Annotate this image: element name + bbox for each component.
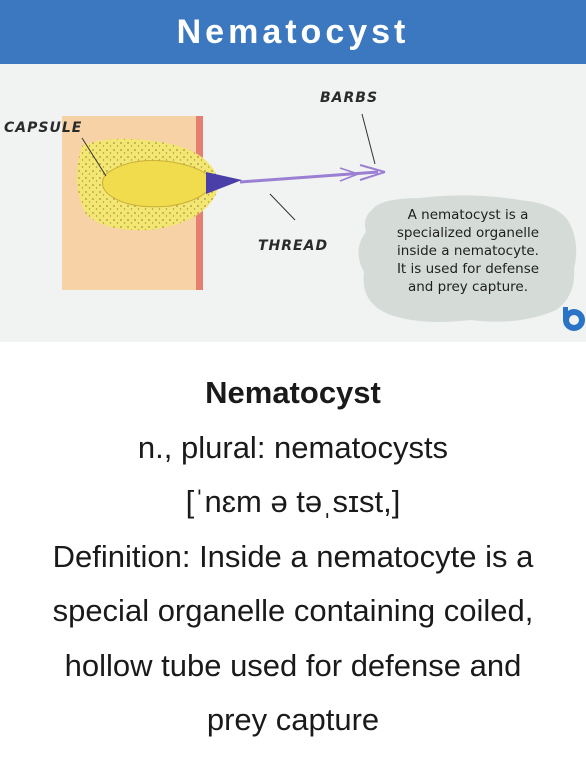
diagram-svg: BARBS CAPSULE THREAD A nematocyst is a s… (4, 90, 585, 331)
definition-line: Definition: Inside a nematocyte is a (52, 538, 534, 574)
site-logo-icon (563, 307, 585, 331)
capsule-label: CAPSULE (4, 120, 82, 136)
definition-plural: n., plural: nematocysts (137, 429, 449, 465)
note-text: A nematocyst is a specialized organelle … (397, 207, 539, 295)
note-line: and prey capture. (408, 279, 528, 295)
note-line: It is used for defense (397, 261, 539, 277)
capsule-inner (102, 160, 215, 208)
definition-block: Nematocyst n., plural: nematocysts [ˈnɛm… (0, 366, 586, 748)
barbs-leader (361, 113, 376, 165)
note-blob (358, 195, 577, 322)
barb-3 (339, 167, 359, 175)
barb-2 (359, 171, 386, 181)
banner-title: Nematocyst (176, 12, 410, 51)
barbs-label: BARBS (320, 90, 378, 106)
note-line: inside a nematocyte. (397, 243, 539, 259)
definition-line: hollow tube used for defense and (64, 647, 522, 683)
definition-line: prey capture (206, 702, 380, 737)
definition-line: special organelle containing coiled, (52, 593, 534, 628)
thread-leader (269, 193, 296, 221)
barb-1 (359, 164, 386, 173)
capsule-tip (206, 172, 242, 194)
title-banner: Nematocyst (0, 0, 586, 64)
note-line: specialized organelle (397, 225, 539, 241)
thread-label: THREAD (258, 238, 328, 254)
nematocyst-diagram: BARBS CAPSULE THREAD A nematocyst is a s… (0, 64, 586, 342)
capsule-leader (81, 137, 107, 177)
barb-4 (339, 173, 359, 182)
definition-pronunciation: [ˈnɛm ə təˌsɪst,] (185, 484, 401, 519)
note-line: A nematocyst is a (408, 207, 529, 223)
definition-term: Nematocyst (205, 375, 381, 410)
